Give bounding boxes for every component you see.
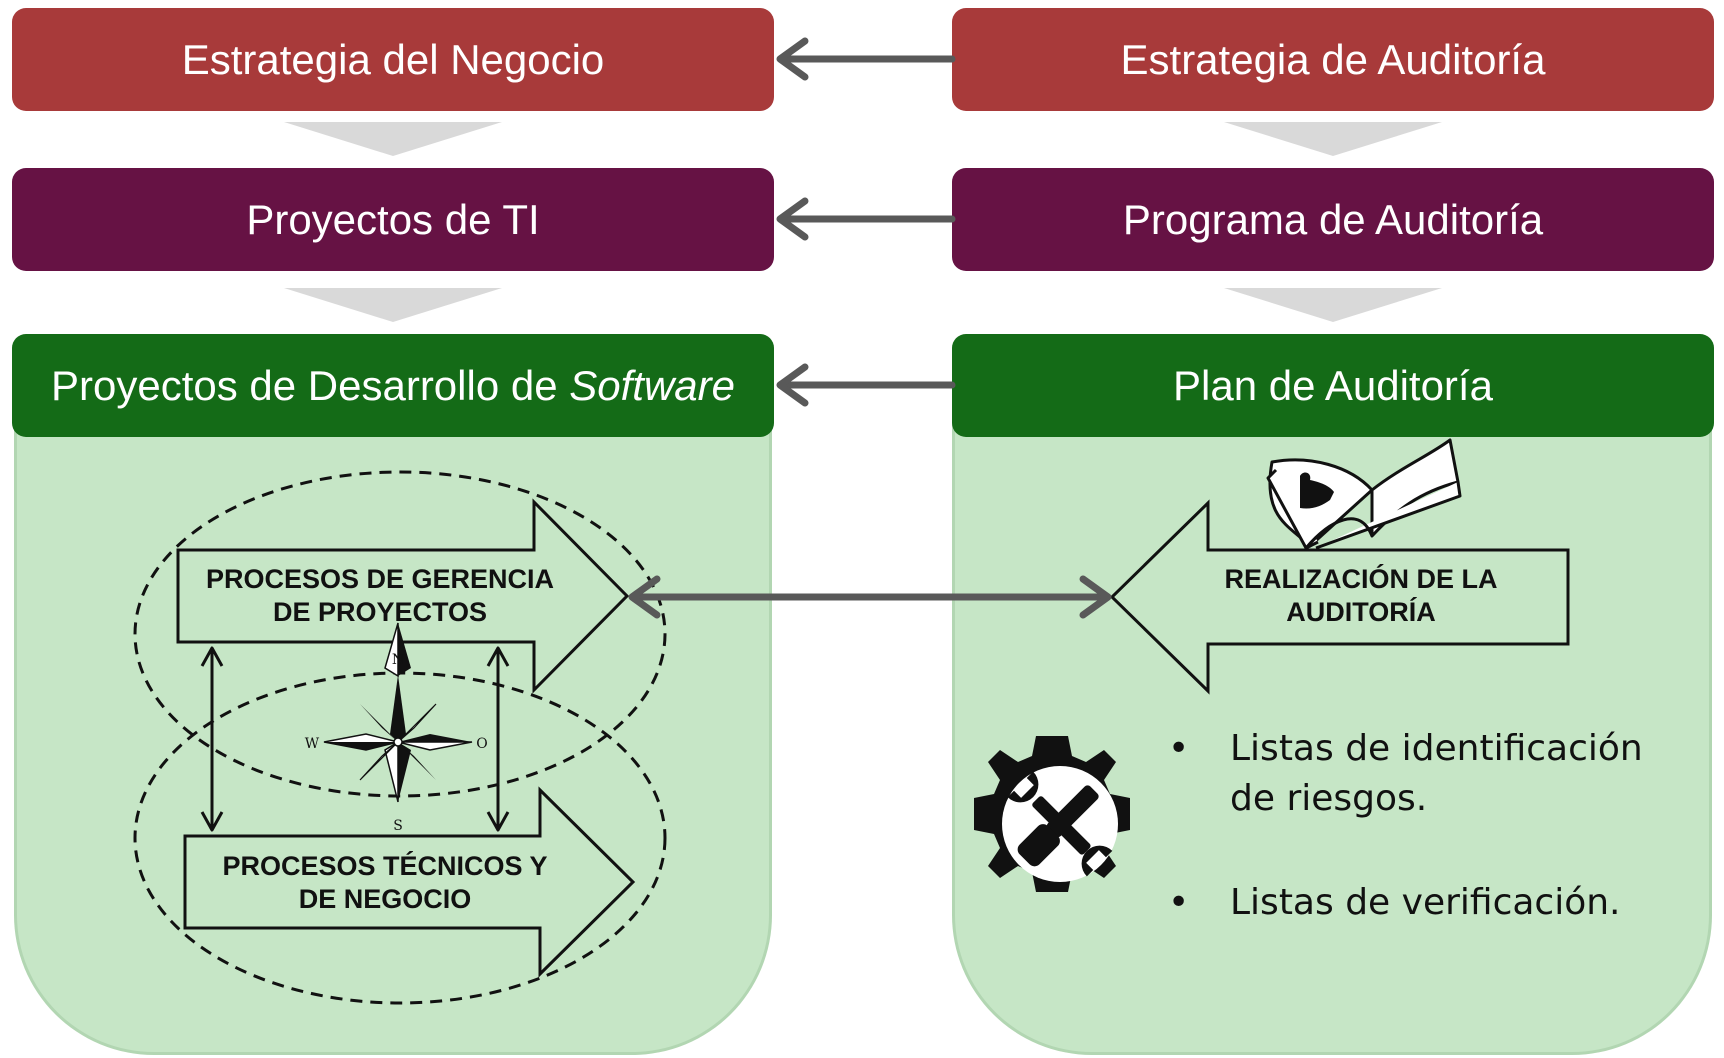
plan-auditoria-label: Plan de Auditoría (1173, 361, 1493, 409)
bullet-verification-text: Listas de verificación. (1230, 882, 1621, 923)
estrategia-auditoria-label: Estrategia de Auditoría (1120, 35, 1546, 83)
estrategia-auditoria-box: Estrategia de Auditoría (952, 8, 1714, 111)
proyectos-desarrollo-label: Proyectos de Desarrollo de Software (51, 362, 735, 410)
gerencia-line-1: PROCESOS DE GERENCIA (205, 564, 555, 594)
panel-double-connector (628, 575, 1112, 619)
tecnicos-line-1: PROCESOS TÉCNICOS Y (222, 851, 548, 881)
realizacion-line-2: AUDITORÍA (1286, 597, 1436, 627)
audit-lists: • Listas de identificación de riesgos. • L… (1168, 724, 1688, 982)
realizacion-arrow-label: REALIZACIÓN DE LA AUDITORÍA (1196, 563, 1526, 629)
gerencia-line-2: DE PROYECTOS (272, 597, 488, 627)
chevron-down-right-1 (1224, 122, 1442, 156)
tecnicos-block-arrow (183, 786, 636, 978)
plan-auditoria-box: Plan de Auditoría (952, 334, 1714, 437)
programa-auditoria-box: Programa de Auditoría (952, 168, 1714, 271)
compass-rose-icon (323, 622, 473, 803)
bullet-dot-icon: • (1168, 882, 1190, 923)
bullet-item-verification: • Listas de verificación. (1168, 878, 1688, 928)
bullet-risk-text: Listas de identificación de riesgos. (1230, 728, 1643, 819)
chevron-down-left-2 (284, 288, 502, 322)
connector-arrow-3 (776, 363, 956, 407)
realizacion-block-arrow (1109, 499, 1570, 695)
connector-arrow-2 (776, 197, 956, 241)
realizacion-line-1: REALIZACIÓN DE LA (1224, 564, 1498, 594)
gear-tools-icon (974, 736, 1130, 892)
compass-w-label: W (305, 736, 320, 752)
dashed-ellipse-top (133, 470, 667, 798)
compass-n-label: N (392, 652, 404, 668)
tecnicos-line-2: DE NEGOCIO (298, 884, 472, 914)
proyectos-desarrollo-box: Proyectos de Desarrollo de Software (12, 334, 774, 437)
gerencia-arrow-label: PROCESOS DE GERENCIA DE PROYECTOS (180, 563, 580, 629)
chevron-down-left-1 (284, 122, 502, 156)
chevron-down-right-2 (1224, 288, 1442, 322)
book-icon (1266, 438, 1462, 550)
compass-e-label: O (476, 736, 487, 752)
compass-s-label: S (393, 818, 403, 834)
proyectos-ti-label: Proyectos de TI (246, 195, 540, 243)
connector-arrow-1 (776, 37, 956, 81)
software-italic-label: Software (569, 361, 735, 409)
vertical-double-arrow-left (200, 646, 224, 832)
bullet-item-risk: • Listas de identificación de riesgos. (1168, 724, 1688, 824)
gerencia-block-arrow (176, 498, 630, 694)
tecnicos-arrow-label: PROCESOS TÉCNICOS Y DE NEGOCIO (185, 850, 585, 916)
proyectos-desarrollo-prefix: Proyectos de Desarrollo de (50, 361, 570, 409)
bullet-dot-icon: • (1168, 728, 1190, 769)
programa-auditoria-label: Programa de Auditoría (1122, 195, 1544, 243)
proyectos-ti-box: Proyectos de TI (12, 168, 774, 271)
estrategia-negocio-label: Estrategia del Negocio (181, 35, 605, 83)
vertical-double-arrow-right (486, 646, 510, 832)
estrategia-negocio-box: Estrategia del Negocio (12, 8, 774, 111)
